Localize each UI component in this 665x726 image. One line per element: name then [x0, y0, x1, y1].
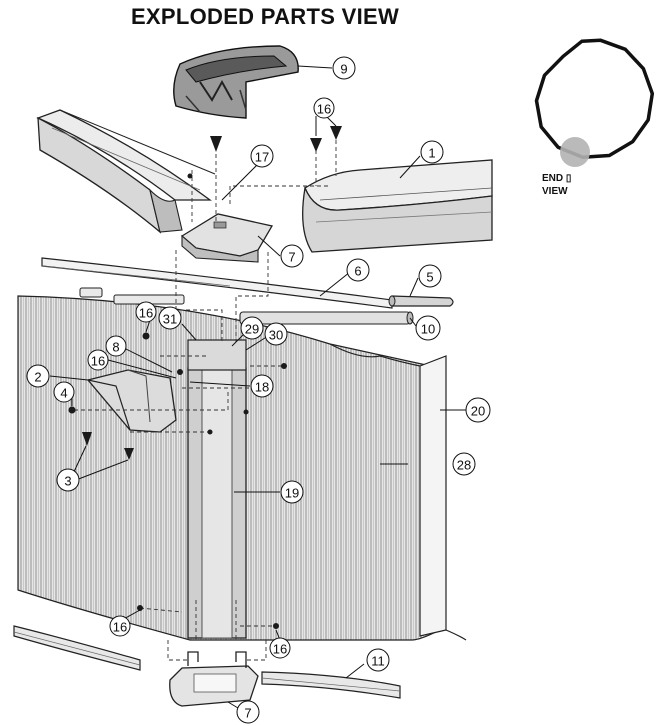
end-view-polygon: [534, 38, 655, 160]
end-view-label-2: VIEW: [542, 186, 568, 197]
callout-7-top: 7: [280, 244, 304, 268]
diagram-title: EXPLODED PARTS VIEW: [130, 4, 400, 29]
callout-16-bottom-right: 16: [269, 637, 291, 659]
bottom-track-left: [13, 625, 141, 671]
callout-3: 3: [56, 468, 80, 492]
svg-text:5: 5: [426, 270, 433, 285]
callout-16-top: 16: [313, 97, 335, 119]
svg-text:31: 31: [163, 312, 177, 327]
callout-4: 4: [53, 381, 75, 403]
callout-7-bottom: 7: [236, 700, 260, 724]
svg-text:10: 10: [421, 322, 435, 337]
bottom-track-right: [261, 671, 401, 699]
callout-10: 10: [415, 315, 441, 341]
svg-text:6: 6: [354, 264, 361, 279]
stabilizer-tube: [388, 295, 454, 307]
callout-11: 11: [366, 648, 390, 672]
svg-text:29: 29: [245, 322, 259, 337]
callout-29: 29: [240, 316, 264, 340]
svg-text:16: 16: [91, 354, 105, 369]
callout-2: 2: [26, 364, 50, 388]
svg-text:2: 2: [34, 370, 41, 385]
svg-text:9: 9: [340, 62, 347, 77]
top-track: [41, 257, 393, 309]
leader-lines: [49, 65, 466, 709]
svg-text:18: 18: [255, 380, 269, 395]
end-view-highlight: [560, 137, 590, 167]
end-view-inset: END ▯ VIEW: [534, 38, 655, 197]
callout-6: 6: [346, 258, 370, 282]
callout-1: 1: [420, 140, 444, 164]
svg-text:11: 11: [371, 654, 385, 669]
callout-9: 9: [332, 56, 356, 80]
callout-5: 5: [418, 264, 442, 288]
stabilizer-segments: [79, 287, 414, 325]
svg-text:20: 20: [471, 404, 485, 419]
svg-text:28: 28: [457, 458, 471, 473]
svg-text:8: 8: [112, 340, 119, 355]
callout-16-left: 16: [135, 301, 157, 323]
callout-16-bottom-left: 16: [109, 615, 131, 637]
assembly-guides: [74, 140, 337, 661]
callout-19: 19: [280, 480, 304, 504]
callout-20: 20: [465, 397, 491, 423]
callout-8: 8: [105, 335, 127, 357]
callout-31: 31: [158, 306, 182, 330]
svg-text:16: 16: [273, 642, 287, 657]
callout-30: 30: [264, 322, 288, 346]
svg-text:17: 17: [255, 150, 269, 165]
top-rail-right: [302, 159, 493, 253]
svg-text:16: 16: [113, 620, 127, 635]
callout-16-mid: 16: [87, 349, 109, 371]
side-bracket: [86, 369, 177, 433]
callout-18: 18: [250, 374, 274, 398]
svg-text:16: 16: [139, 306, 153, 321]
fasteners: [68, 126, 342, 629]
svg-text:7: 7: [244, 706, 251, 721]
top-plate: [180, 213, 274, 263]
top-rail-left: [36, 109, 216, 234]
svg-text:4: 4: [60, 386, 67, 401]
end-view-label: END ▯: [542, 173, 571, 184]
svg-text:30: 30: [269, 328, 283, 343]
callout-17: 17: [250, 144, 274, 168]
svg-text:16: 16: [317, 102, 331, 117]
bottom-plate: [169, 651, 259, 707]
callout-28: 28: [452, 452, 476, 476]
svg-text:3: 3: [64, 474, 71, 489]
svg-text:19: 19: [285, 486, 299, 501]
upright-post: [187, 339, 247, 639]
top-cap: [173, 45, 299, 119]
svg-text:1: 1: [428, 146, 435, 161]
svg-text:7: 7: [288, 250, 295, 265]
